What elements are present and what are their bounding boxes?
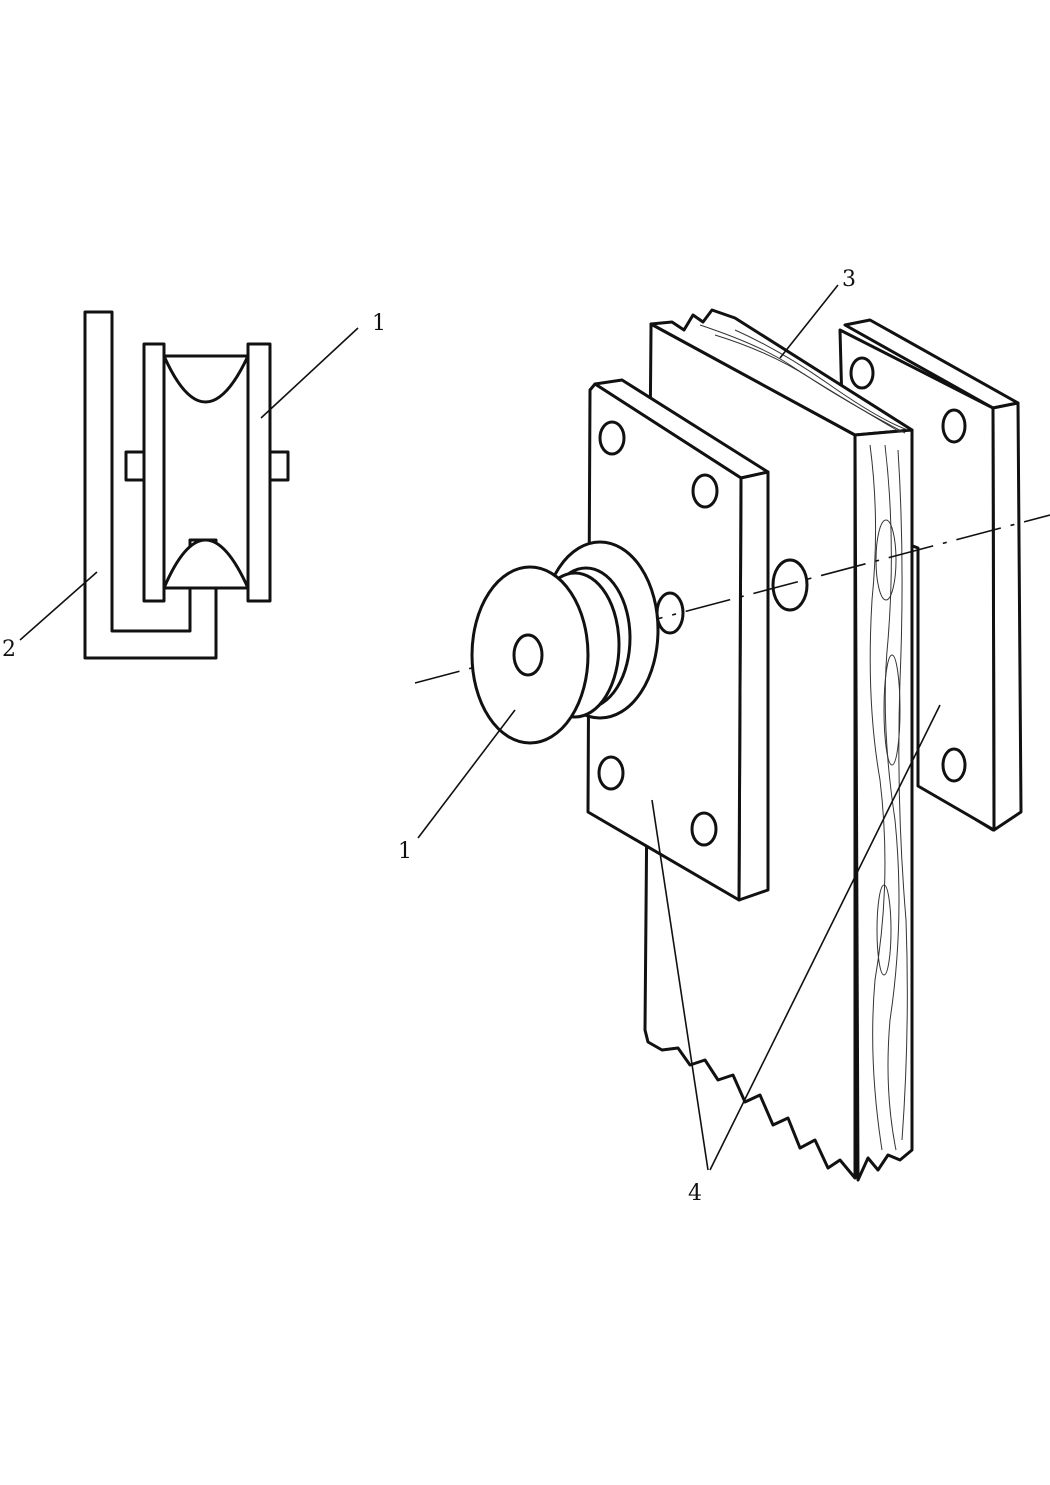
label-side-roller: 1 — [372, 311, 386, 336]
plate-hole — [598, 420, 626, 456]
front-plate — [586, 378, 809, 902]
leader-iso-4b — [709, 704, 941, 1171]
label-iso-roller: 1 — [398, 839, 412, 864]
u-bracket — [83, 310, 218, 660]
axle-stub-right — [268, 450, 290, 482]
iso-roller — [470, 540, 660, 745]
label-iso-plates: 4 — [688, 1181, 702, 1206]
roller-flange-right — [246, 342, 272, 603]
plate-hole — [597, 755, 625, 791]
roller-flange-left — [142, 342, 166, 603]
label-side-bracket: 2 — [2, 637, 16, 662]
roller-groove-top — [162, 354, 250, 404]
iso-view: 3 1 4 — [398, 267, 1050, 1206]
label-iso-board: 3 — [842, 267, 856, 292]
leader-side-2 — [19, 571, 98, 641]
plate-hole — [771, 558, 809, 612]
leader-side-1 — [260, 327, 359, 419]
roller-groove-bottom — [162, 538, 250, 590]
leader-iso-4a — [651, 799, 709, 1171]
leader-iso-1 — [417, 709, 516, 839]
side-view: 1 2 — [2, 310, 386, 662]
plate-hole — [655, 591, 685, 635]
plate-hole — [690, 811, 718, 847]
axle-stub-left — [124, 450, 147, 482]
plate-hole — [691, 473, 719, 509]
leader-iso-3 — [779, 284, 839, 359]
